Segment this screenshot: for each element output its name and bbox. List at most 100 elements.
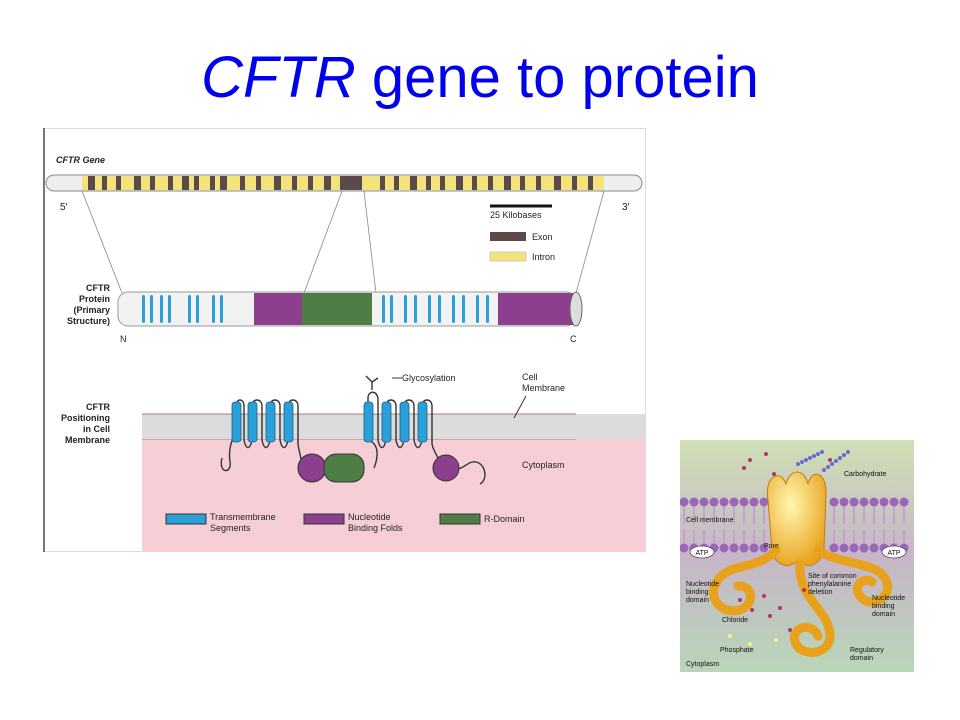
lipid-head [749, 543, 759, 553]
gene-exon-band [536, 176, 541, 190]
ion-particle [772, 472, 776, 476]
legend-tm-label-1: Transmembrane [210, 512, 276, 522]
gene-exon-band [572, 176, 577, 190]
gene-exon-band [426, 176, 431, 190]
gene-exon-band [308, 176, 313, 190]
protein-label: CFTR Protein (Primary Structure) [67, 283, 111, 326]
protein-r-domain [302, 293, 372, 325]
lipid-head [759, 543, 769, 553]
phosphate-label: Phosphate [720, 647, 754, 654]
cell-membrane-label-1: Cell [522, 372, 538, 382]
lipid-head [749, 497, 759, 507]
protein-tube-end [569, 291, 583, 327]
protein-tm-stripe [188, 295, 191, 323]
protein-label-line-3: (Primary [73, 305, 110, 315]
carb-bead [822, 468, 826, 472]
protein-tm-stripe [476, 295, 479, 323]
positioning-label-line-4: Membrane [65, 435, 110, 445]
protein-tm-stripe [462, 295, 465, 323]
deletion-label-2: phenylalanine [808, 581, 851, 588]
ion-particle [750, 608, 754, 612]
gene-bar [45, 174, 643, 192]
atp-left-badge [689, 545, 715, 559]
membrane-nbf-2 [432, 454, 460, 482]
three-prime-label: 3′ [622, 202, 630, 213]
right-nbd-loop [813, 545, 893, 607]
lipid-head [859, 543, 869, 553]
legend-nbf-swatch [303, 513, 345, 525]
gene-exon-band [588, 176, 593, 190]
lipid-head [829, 543, 839, 553]
ion-particles [728, 452, 832, 646]
carb-bead [834, 459, 838, 463]
positioning-label-line-3: in Cell [83, 424, 110, 434]
protein-tube [117, 291, 583, 327]
gene-exon-band [210, 176, 215, 190]
legend-tm-swatch [165, 513, 207, 525]
lipid-head [739, 497, 749, 507]
gene-exon-band [292, 176, 297, 190]
slide-title: CFTR gene to protein [0, 44, 960, 111]
protein-tm-stripe [414, 295, 417, 323]
lipid-head [689, 497, 699, 507]
carb-bead [846, 450, 850, 454]
legend-r-label: R-Domain [484, 514, 525, 524]
tm-helix [247, 401, 258, 443]
protein-tm-stripe [212, 295, 215, 323]
protein-tm-stripe [428, 295, 431, 323]
legend-nbf-label-1: Nucleotide [348, 512, 391, 522]
protein-label-line-1: CFTR [86, 283, 110, 293]
left-nbd-loop [709, 545, 781, 616]
glycosylation-label: Glycosylation [402, 373, 456, 383]
lipid-head [739, 543, 749, 553]
title-italic: CFTR [201, 45, 356, 110]
protein-tm-stripe [404, 295, 407, 323]
carb-bead [804, 458, 808, 462]
tm-helix [265, 401, 276, 443]
protein-tm-stripe [438, 295, 441, 323]
carb-bead [816, 452, 820, 456]
carb-bead [838, 456, 842, 460]
membrane-region [142, 414, 646, 440]
protein-nbf-2 [498, 293, 576, 325]
nbd-right-label-1: Nucleotide [872, 595, 905, 602]
ion-particle [778, 606, 782, 610]
chloride-label: Chloride [722, 617, 748, 624]
lipid-head [899, 497, 909, 507]
carb-bead [842, 453, 846, 457]
legend-intron-swatch [489, 251, 527, 262]
gene-exon-band [220, 176, 227, 190]
membrane-tm-helices [231, 401, 428, 443]
nbd-right-label-2: binding [872, 603, 895, 610]
gene-exon-bands [88, 176, 593, 190]
gene-exon-band [194, 176, 199, 190]
lipid-head [759, 497, 769, 507]
lipid-head [879, 497, 889, 507]
deletion-label-3: deletion [808, 589, 833, 596]
tm-helix [283, 401, 294, 443]
gene-exon-band [134, 176, 141, 190]
legend-nbf-label-2: Binding Folds [348, 523, 403, 533]
protein-tm-stripe [452, 295, 455, 323]
gene-exon-band [488, 176, 493, 190]
ion-particle [828, 458, 832, 462]
gene-exon-band [102, 176, 107, 190]
positioning-label-line-1: CFTR [86, 402, 110, 412]
cftr-protein-body [709, 471, 893, 657]
lipid-head [869, 543, 879, 553]
regulatory-label-2: domain [850, 655, 873, 662]
chain-segment-3 [453, 461, 486, 485]
cytoplasm-label: Cytoplasm [522, 460, 565, 470]
protein-tm-stripe [150, 295, 153, 323]
gene-exon-band [182, 176, 189, 190]
ion-particle [748, 458, 752, 462]
carb-bead [826, 465, 830, 469]
scale-label: 25 Kilobases [490, 210, 542, 220]
atp-right-label: ATP [887, 550, 900, 557]
tm-helix [399, 401, 410, 443]
cell-membrane-pointer [513, 395, 527, 419]
cftr-gene-protein-figure: CFTR Gene 5′ 3′ 25 Kilobases Exon Intron… [42, 128, 646, 552]
nbd-right-label-3: domain [872, 611, 895, 618]
inset-labels: Carbohydrate Cell membrane Pore Nucleoti… [686, 471, 905, 668]
tm-helix [231, 401, 242, 443]
